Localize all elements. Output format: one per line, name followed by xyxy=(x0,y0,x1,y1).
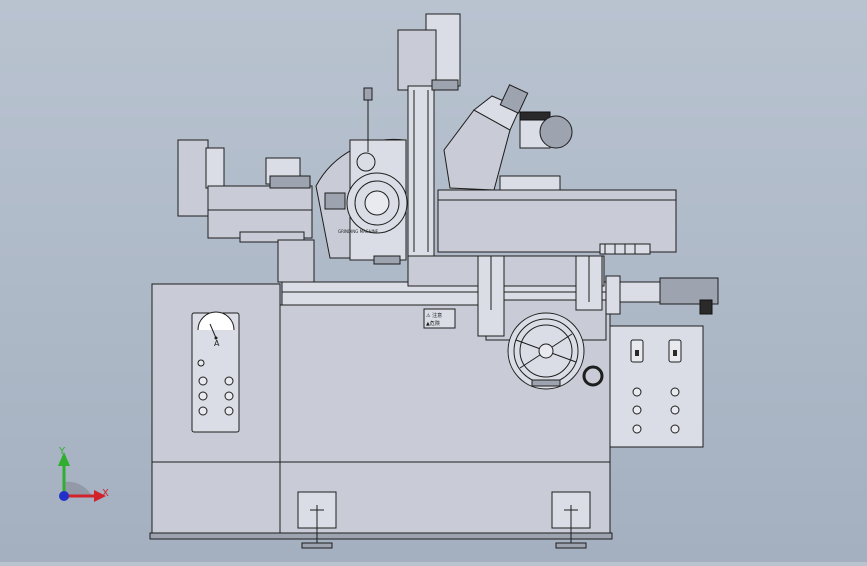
vertical-column xyxy=(397,13,461,257)
selector-switch-icon[interactable] xyxy=(630,339,682,363)
leveling-foot-left-icon xyxy=(297,491,337,549)
warning-nameplate: ⚠ 注意 ▲危険 xyxy=(423,308,456,329)
table-feed-motor xyxy=(605,275,719,315)
nameplate-line-1: ⚠ 注意 xyxy=(426,312,442,319)
workhead-disk[interactable]: GRINDING MACHINE xyxy=(315,87,408,265)
push-button-icon[interactable] xyxy=(632,387,680,434)
nameplate-line-2: ▲危険 xyxy=(426,320,440,327)
ammeter-letter: A xyxy=(214,339,220,348)
angled-spindle-head xyxy=(443,84,573,191)
wheel-guard-housing xyxy=(437,189,677,255)
rotary-knob-icon[interactable] xyxy=(582,365,604,387)
push-button-icon[interactable] xyxy=(198,376,234,416)
axis-x-label: X xyxy=(102,488,109,499)
leveling-foot-right-icon xyxy=(551,491,591,549)
right-control-panel[interactable] xyxy=(609,325,704,448)
indicator-lamp-icon xyxy=(197,359,205,367)
workhead-brand-label: GRINDING MACHINE xyxy=(338,229,379,234)
axis-triad-icon: Y X xyxy=(58,446,109,502)
left-dresser-unit xyxy=(177,139,315,283)
axis-y-label: Y xyxy=(58,446,66,457)
ammeter-gauge-icon xyxy=(197,311,235,340)
table-saddle xyxy=(407,255,605,337)
left-control-panel[interactable]: A xyxy=(191,311,240,433)
handwheel-icon[interactable] xyxy=(485,299,607,390)
